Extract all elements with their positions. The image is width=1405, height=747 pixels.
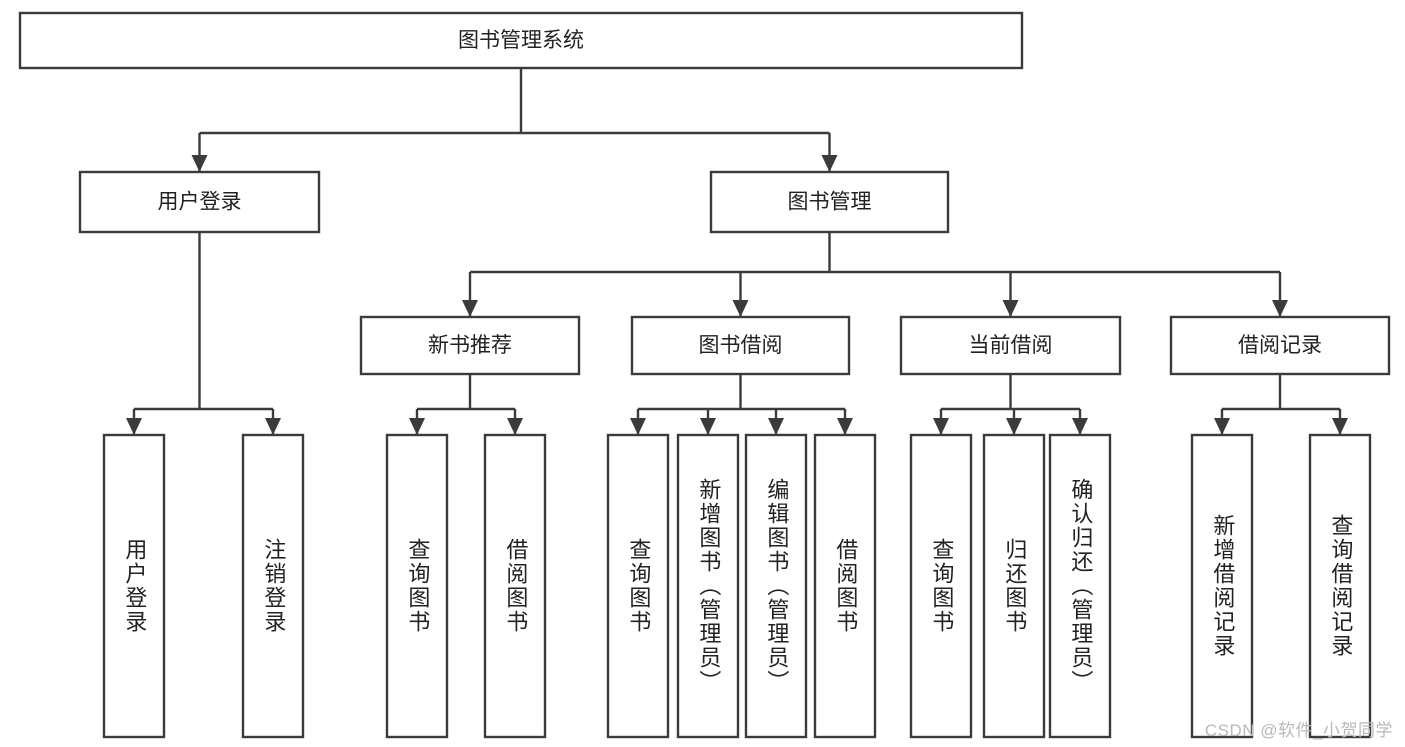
node-box-leaf-add-book-admin[interactable] (676, 433, 740, 739)
arrow-head-icon (1332, 418, 1348, 435)
arrow-head-icon (837, 418, 853, 435)
arrow-head-icon (191, 155, 208, 172)
arrow-head-icon (1272, 300, 1288, 317)
arrow-head-icon (507, 418, 523, 435)
node-box-leaf-return-book[interactable] (982, 433, 1046, 739)
node-box-book-borrow[interactable] (630, 315, 851, 376)
node-box-root[interactable] (18, 11, 1024, 70)
node-boxes-layer (18, 11, 1391, 739)
arrow-head-icon (821, 155, 838, 172)
node-box-leaf-user-logout[interactable] (241, 433, 305, 739)
arrow-head-icon (1214, 418, 1230, 435)
arrow-head-icon (1072, 418, 1088, 435)
connectors-layer (126, 68, 1348, 435)
node-box-leaf-query-book-2[interactable] (606, 433, 670, 739)
node-box-leaf-user-login[interactable] (102, 433, 166, 739)
node-box-leaf-query-book-1[interactable] (385, 433, 449, 739)
arrow-head-icon (1002, 300, 1019, 317)
arrow-head-icon (1006, 418, 1022, 435)
node-label-user-login: 用户登录 (158, 191, 242, 214)
node-box-book-manage[interactable] (709, 170, 950, 234)
node-label-book-manage: 图书管理 (788, 191, 872, 214)
node-label-borrow-record: 借阅记录 (1238, 334, 1322, 357)
node-box-leaf-borrow-book-2[interactable] (813, 433, 877, 739)
node-box-new-book-rec[interactable] (359, 315, 581, 376)
node-box-leaf-query-book-3[interactable] (909, 433, 973, 739)
node-box-leaf-add-borrow-record[interactable] (1190, 433, 1254, 739)
node-label-book-borrow: 图书借阅 (699, 334, 783, 357)
arrow-head-icon (265, 418, 281, 435)
arrow-head-icon (933, 418, 949, 435)
node-box-user-login[interactable] (78, 170, 321, 234)
node-label-new-book-rec: 新书推荐 (428, 334, 512, 357)
node-box-borrow-record[interactable] (1169, 315, 1391, 376)
arrow-head-icon (630, 418, 646, 435)
node-box-leaf-borrow-book-1[interactable] (483, 433, 547, 739)
node-box-leaf-confirm-return-admin[interactable] (1048, 433, 1112, 739)
arrow-head-icon (126, 418, 142, 435)
arrow-head-icon (732, 300, 749, 317)
arrow-head-icon (462, 300, 478, 317)
node-box-leaf-edit-book-admin[interactable] (744, 433, 808, 739)
csdn-watermark: CSDN @软件_小贺同学 (1204, 721, 1393, 740)
arrow-head-icon (768, 418, 784, 435)
node-box-current-borrow[interactable] (899, 315, 1122, 376)
node-label-current-borrow: 当前借阅 (969, 334, 1053, 357)
node-box-leaf-query-borrow-record[interactable] (1308, 433, 1372, 739)
arrow-head-icon (700, 418, 716, 435)
arrow-head-icon (409, 418, 425, 435)
node-label-root: 图书管理系统 (458, 29, 584, 52)
